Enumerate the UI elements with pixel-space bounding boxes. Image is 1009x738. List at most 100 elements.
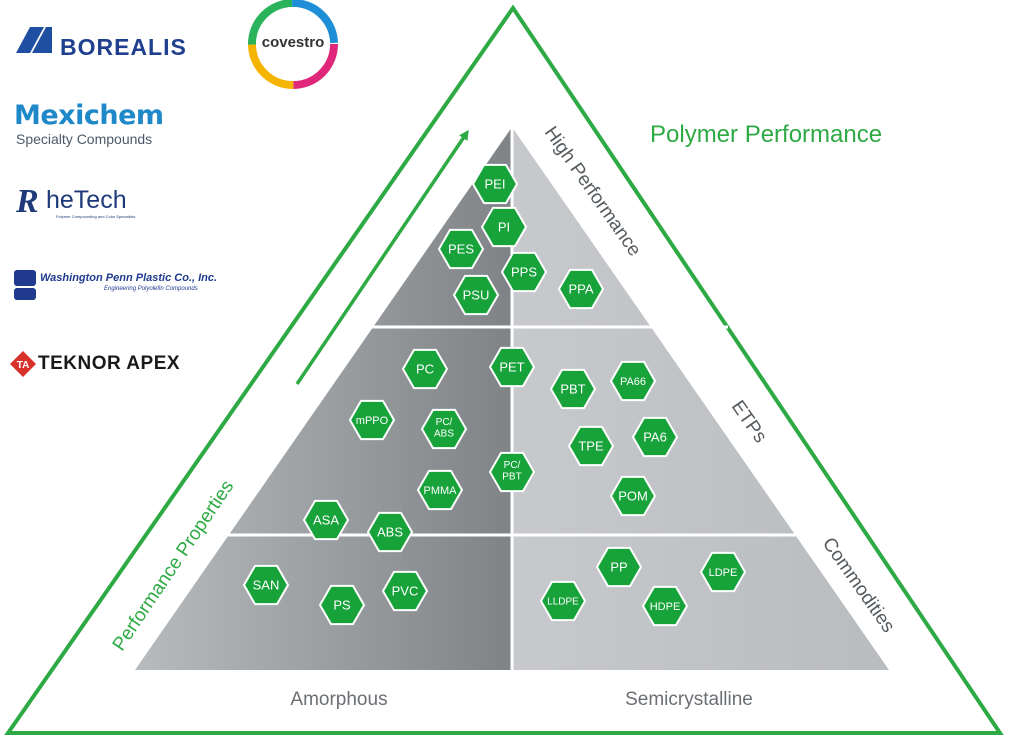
polymer-hex-pvc: PVC	[381, 570, 429, 612]
polymer-hex-label: PPS	[511, 265, 537, 280]
borealis-logo-mark	[16, 27, 52, 53]
polymer-hex-pei: PEI	[471, 163, 519, 205]
polymer-hex-label: PMMA	[424, 485, 458, 497]
polymer-hex-shape	[567, 425, 615, 467]
polymer-hex-shape	[401, 348, 449, 390]
polymer-hex-san: SAN	[242, 564, 290, 606]
polymer-hex-label: PC	[416, 362, 434, 377]
polymer-hex-label: ABS	[377, 525, 403, 540]
rhetech-logo: heTech	[46, 186, 127, 214]
polymer-hex-pet: PET	[488, 346, 536, 388]
performance-arrow	[295, 129, 469, 385]
polymer-hex-mppo: mPPO	[348, 399, 396, 441]
polymer-hex-shape	[539, 580, 587, 622]
polymer-hex-pa6: PA6	[631, 416, 679, 458]
covestro-logo: covestro	[261, 34, 325, 51]
svg-text:TA: TA	[17, 360, 30, 371]
polymer-hex-label: LDPE	[709, 567, 738, 579]
polymer-hex-shape	[437, 228, 485, 270]
polymer-hex-shape	[500, 251, 548, 293]
polymer-hex-shape	[452, 274, 500, 316]
polymer-hex-label: HDPE	[650, 601, 681, 613]
washington-penn-logo: Washington Penn Plastic Co., Inc.	[40, 272, 218, 284]
polymer-hex-pc: PC	[401, 348, 449, 390]
polymer-hex-label: SAN	[253, 578, 280, 593]
polymer-hex-shape	[699, 551, 747, 593]
polymer-hex-ppa: PPA	[557, 268, 605, 310]
polymer-hex-shape	[609, 475, 657, 517]
polymer-hex-label: ASA	[313, 513, 339, 528]
polymer-hex-label: PC/ABS	[434, 417, 454, 440]
mexichem-subtitle: Specialty Compounds	[16, 131, 153, 147]
polymer-hex-shape	[302, 499, 350, 541]
washington-penn-logo-mark	[14, 270, 36, 300]
polymer-hex-pes: PES	[437, 228, 485, 270]
polymer-hex-label: PVC	[392, 584, 419, 599]
polymer-hex-tpe: TPE	[567, 425, 615, 467]
polymer-hex-label: PBT	[560, 382, 585, 397]
polymer-hex-abs: ABS	[366, 511, 414, 553]
polymer-hex-label: PI	[498, 220, 510, 235]
polymer-hex-shape	[631, 416, 679, 458]
tier-label-etps: ETPs	[727, 397, 771, 447]
polymer-hex-lldpe: LLDPE	[539, 580, 587, 622]
polymer-hex-label: PA6	[643, 430, 667, 445]
polymer-hex-label: LLDPE	[547, 597, 579, 608]
borealis-logo: BOREALIS	[60, 34, 187, 60]
polymer-hex-pom: POM	[609, 475, 657, 517]
rhetech-tagline: Polymer Compounding and Color Specialist…	[56, 214, 136, 219]
polymer-hexagons: PEI PI PES PPS PPA PSU PC PET PBT PA66 mPPO PC/ABS T…	[242, 163, 747, 627]
polymer-hex-pc-abs: PC/ABS	[420, 408, 468, 450]
teknor-apex-logo: TEKNOR APEX	[38, 353, 181, 374]
polymer-hex-label: PEI	[485, 177, 506, 192]
label-amorphous: Amorphous	[290, 689, 387, 710]
polymer-hex-label: PC/PBT	[502, 460, 521, 483]
covestro-logo-ring	[248, 0, 338, 89]
polymer-hex-label: PS	[333, 598, 351, 613]
polymer-hex-asa: ASA	[302, 499, 350, 541]
polymer-hex-pi: PI	[480, 206, 528, 248]
polymer-hex-ps: PS	[318, 584, 366, 626]
polymer-hex-shape	[480, 206, 528, 248]
polymer-hex-shape	[557, 268, 605, 310]
outer-triangle-frame	[4, 4, 1004, 735]
polymer-hex-ldpe: LDPE	[699, 551, 747, 593]
polymer-hex-shape	[549, 368, 597, 410]
polymer-hex-label: PP	[610, 560, 627, 575]
polymer-hex-shape	[242, 564, 290, 606]
polymer-hex-pa66: PA66	[609, 360, 657, 402]
polymer-hex-label: POM	[618, 489, 648, 504]
polymer-hex-shape	[420, 408, 468, 450]
polymer-hex-hdpe: HDPE	[641, 585, 689, 627]
polymer-hex-shape	[595, 546, 643, 588]
polymer-hex-shape	[416, 469, 464, 511]
polymer-hex-shape	[318, 584, 366, 626]
polymer-hex-psu: PSU	[452, 274, 500, 316]
polymer-hex-label: PA66	[620, 376, 646, 388]
polymer-hex-pp: PP	[595, 546, 643, 588]
polymer-hex-pc-pbt: PC/PBT	[488, 451, 536, 493]
teknor-apex-logo-mark: TA	[10, 351, 36, 377]
polymer-hex-shape	[348, 399, 396, 441]
mexichem-logo: Mexichem	[14, 100, 164, 131]
polymer-hex-shape	[488, 346, 536, 388]
polymer-hex-pmma: PMMA	[416, 469, 464, 511]
diagram-title: Polymer Performance	[650, 121, 882, 148]
polymer-hex-label: PPA	[568, 282, 593, 297]
polymer-hex-label: mPPO	[356, 415, 389, 427]
polymer-hex-shape	[488, 451, 536, 493]
amorphous-half	[135, 127, 512, 670]
washington-penn-tagline: Engineering Polyolefin Compounds	[104, 286, 198, 292]
polymer-hex-shape	[609, 360, 657, 402]
polymer-hex-shape	[366, 511, 414, 553]
polymer-hex-pps: PPS	[500, 251, 548, 293]
polymer-hex-shape	[641, 585, 689, 627]
label-semicrystalline: Semicrystalline	[625, 689, 753, 710]
polymer-hex-label: PES	[448, 242, 474, 257]
polymer-hex-label: TPE	[578, 439, 604, 454]
rhetech-logo-mark: R	[15, 183, 39, 220]
polymer-hex-label: PET	[499, 360, 524, 375]
polymer-hex-label: PSU	[463, 288, 490, 303]
polymer-hex-pbt: PBT	[549, 368, 597, 410]
